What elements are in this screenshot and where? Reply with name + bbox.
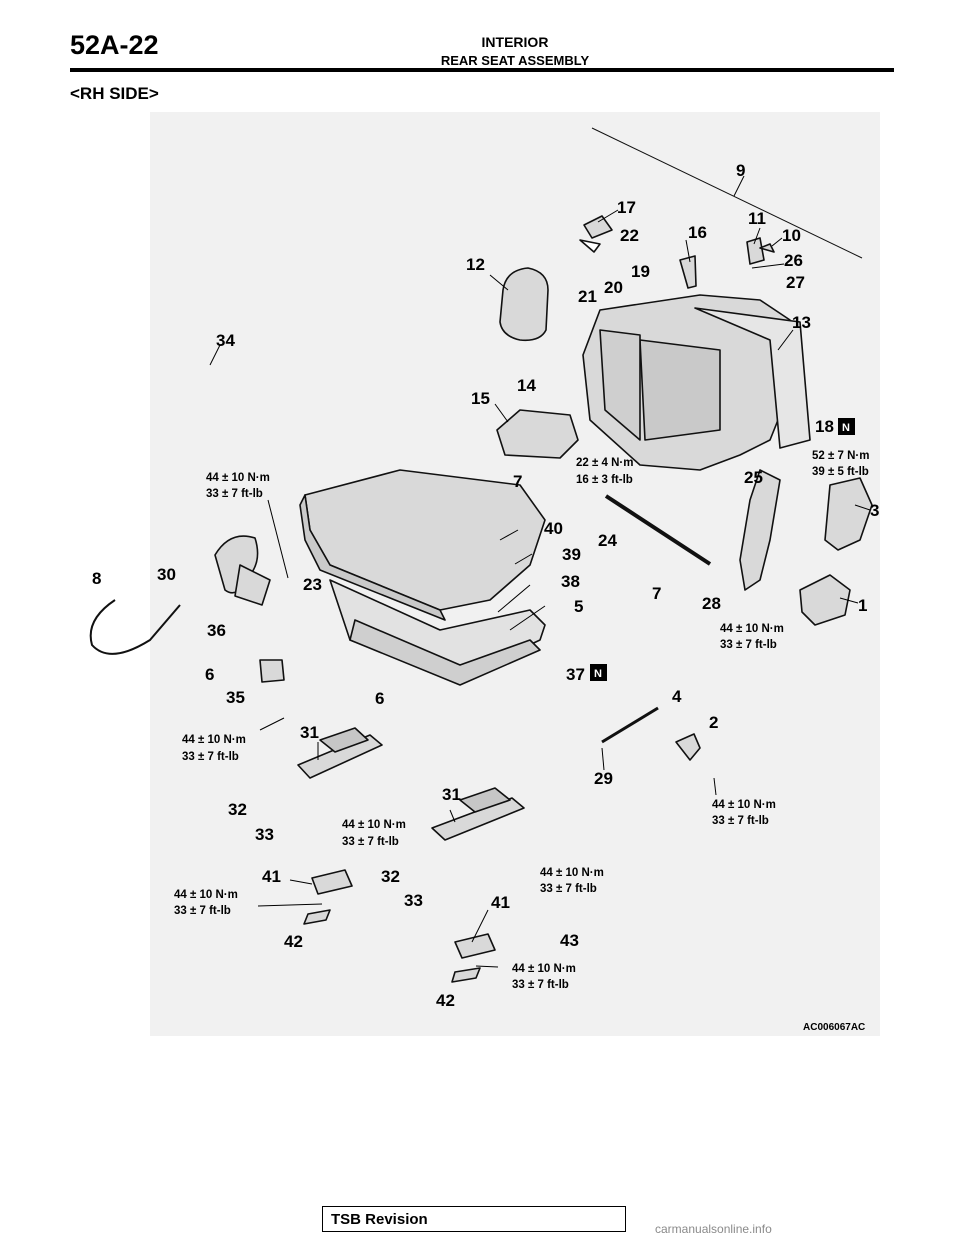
callout-42a: 42 (284, 932, 303, 951)
callout-30: 30 (157, 565, 176, 584)
callout-5: 5 (574, 597, 583, 616)
callout-37: 37 (566, 665, 585, 684)
watermark: carmanualsonline.info (655, 1222, 772, 1236)
torque-28-nm: 44 ± 10 N·m (720, 623, 784, 635)
callout-43: 43 (560, 931, 579, 950)
callout-7a: 7 (513, 472, 522, 491)
torque-23-nm: 44 ± 10 N·m (206, 472, 270, 484)
callout-34: 34 (216, 331, 235, 350)
callout-31b: 31 (442, 785, 461, 804)
callout-12: 12 (466, 255, 485, 274)
callout-39: 39 (562, 545, 581, 564)
callout-38: 38 (561, 572, 580, 591)
torque-42a-ftlb: 33 ± 7 ft-lb (174, 905, 231, 917)
callout-4: 4 (672, 687, 682, 706)
part-drawings (89, 127, 873, 983)
callout-33b: 33 (404, 891, 423, 910)
torque-31a-ftlb: 33 ± 7 ft-lb (342, 836, 399, 848)
page-number: 52A-22 (70, 30, 159, 60)
torque-31a-nm: 44 ± 10 N·m (342, 819, 406, 831)
callout-33a: 33 (255, 825, 274, 844)
callout-32b: 32 (381, 867, 400, 886)
callout-31a: 31 (300, 723, 319, 742)
callout-20: 20 (604, 278, 623, 297)
callout-10: 10 (782, 226, 801, 245)
callout-41b: 41 (491, 893, 510, 912)
torque-35-ftlb: 33 ± 7 ft-lb (182, 751, 239, 763)
callout-6b: 6 (375, 689, 384, 708)
callout-42b: 42 (436, 991, 455, 1010)
torque-42b-ftlb: 33 ± 7 ft-lb (512, 979, 569, 991)
callout-23: 23 (303, 575, 322, 594)
callout-32a: 32 (228, 800, 247, 819)
callout-25: 25 (744, 468, 763, 487)
torque-18-ftlb: 39 ± 5 ft-lb (812, 466, 869, 478)
new-part-badge-18: N (842, 422, 850, 434)
new-part-badges: N N (590, 418, 855, 681)
section-title: <RH SIDE> (70, 84, 159, 103)
callout-18: 18 (815, 417, 834, 436)
header-subtitle: REAR SEAT ASSEMBLY (440, 53, 590, 68)
torque-2-nm: 44 ± 10 N·m (712, 799, 776, 811)
torque-42b-nm: 44 ± 10 N·m (512, 963, 576, 975)
callout-19: 19 (631, 262, 650, 281)
header-rule (70, 68, 894, 72)
torque-specs: 44 ± 10 N·m 33 ± 7 ft-lb 22 ± 4 N·m 16 ±… (174, 450, 869, 991)
callout-28: 28 (702, 594, 721, 613)
callout-6a: 6 (205, 665, 214, 684)
leader-lines (209, 175, 871, 968)
torque-22-nm: 22 ± 4 N·m (576, 457, 633, 469)
callout-3: 3 (870, 501, 879, 520)
callout-40: 40 (544, 519, 563, 538)
callout-17: 17 (617, 198, 636, 217)
torque-35-nm: 44 ± 10 N·m (182, 734, 246, 746)
callout-7b: 7 (652, 584, 661, 603)
callout-41a: 41 (262, 867, 281, 886)
callout-14: 14 (517, 376, 536, 395)
torque-42a-nm: 44 ± 10 N·m (174, 889, 238, 901)
callout-36: 36 (207, 621, 226, 640)
callout-24: 24 (598, 531, 617, 550)
torque-18-nm: 52 ± 7 N·m (812, 450, 869, 462)
callout-2: 2 (709, 713, 718, 732)
torque-2-ftlb: 33 ± 7 ft-lb (712, 815, 769, 827)
callout-11: 11 (748, 209, 766, 228)
callout-1: 1 (858, 596, 867, 615)
footer-revision-box: TSB Revision (322, 1206, 626, 1232)
callout-8: 8 (92, 569, 101, 588)
callout-22: 22 (620, 226, 639, 245)
new-part-badge-37: N (594, 668, 602, 680)
callout-35: 35 (226, 688, 245, 707)
torque-22-ftlb: 16 ± 3 ft-lb (576, 474, 633, 486)
callout-9: 9 (736, 161, 745, 180)
figure-code: AC006067AC (803, 1022, 865, 1033)
callout-21: 21 (578, 287, 597, 306)
callout-numbers: 9 17 22 11 10 16 26 12 19 27 21 20 13 34… (92, 161, 879, 1010)
header-title: INTERIOR (481, 34, 549, 50)
callout-26: 26 (784, 251, 803, 270)
callout-27: 27 (786, 273, 805, 292)
torque-31b-nm: 44 ± 10 N·m (540, 867, 604, 879)
callout-13: 13 (792, 313, 811, 332)
callout-16: 16 (688, 223, 707, 242)
footer-revision-label: TSB Revision (331, 1211, 428, 1228)
torque-31b-ftlb: 33 ± 7 ft-lb (540, 883, 597, 895)
torque-23-ftlb: 33 ± 7 ft-lb (206, 488, 263, 500)
callout-15: 15 (471, 389, 490, 408)
callout-29: 29 (594, 769, 613, 788)
torque-28-ftlb: 33 ± 7 ft-lb (720, 639, 777, 651)
